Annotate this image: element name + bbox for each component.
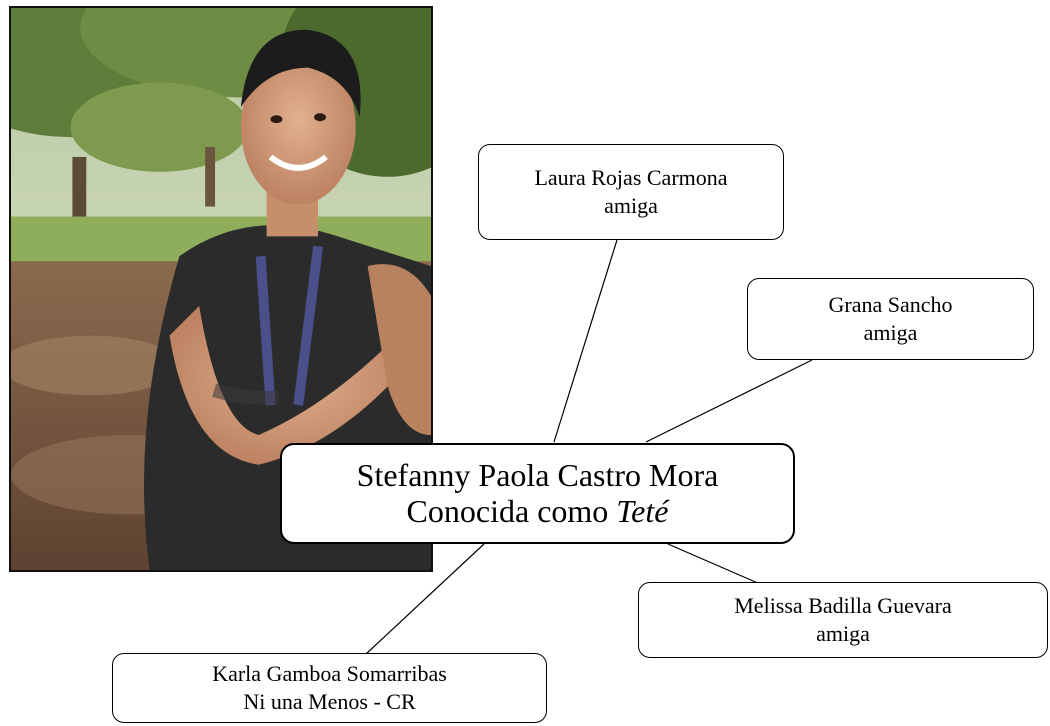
node-name: Melissa Badilla Guevara: [734, 592, 952, 618]
portrait-photo: [9, 6, 433, 572]
central-person-nickname-line: Conocida como Teté: [406, 492, 669, 530]
node-karla-gamboa: Karla Gamboa Somarribas Ni una Menos - C…: [112, 653, 547, 723]
nickname: Teté: [616, 492, 669, 529]
nickname-prefix: Conocida como: [406, 492, 609, 529]
node-name: Laura Rojas Carmona: [534, 164, 728, 190]
node-relation: amiga: [604, 193, 658, 218]
connector-laura: [553, 239, 618, 443]
portrait-photo-image: [11, 8, 431, 570]
node-name: Grana Sancho: [828, 291, 953, 317]
central-person-name: Stefanny Paola Castro Mora: [356, 456, 719, 493]
connector-grana: [645, 359, 813, 443]
node-relation: amiga: [816, 621, 870, 646]
node-relation: Ni una Menos - CR: [243, 689, 416, 714]
node-laura-rojas: Laura Rojas Carmona amiga: [478, 144, 784, 240]
central-person-node: Stefanny Paola Castro Mora Conocida como…: [280, 443, 795, 544]
node-name: Karla Gamboa Somarribas: [212, 660, 447, 686]
connector-melissa: [667, 543, 761, 585]
node-grana-sancho: Grana Sancho amiga: [747, 278, 1034, 360]
node-relation: amiga: [863, 320, 918, 345]
node-melissa-badilla: Melissa Badilla Guevara amiga: [638, 582, 1048, 658]
